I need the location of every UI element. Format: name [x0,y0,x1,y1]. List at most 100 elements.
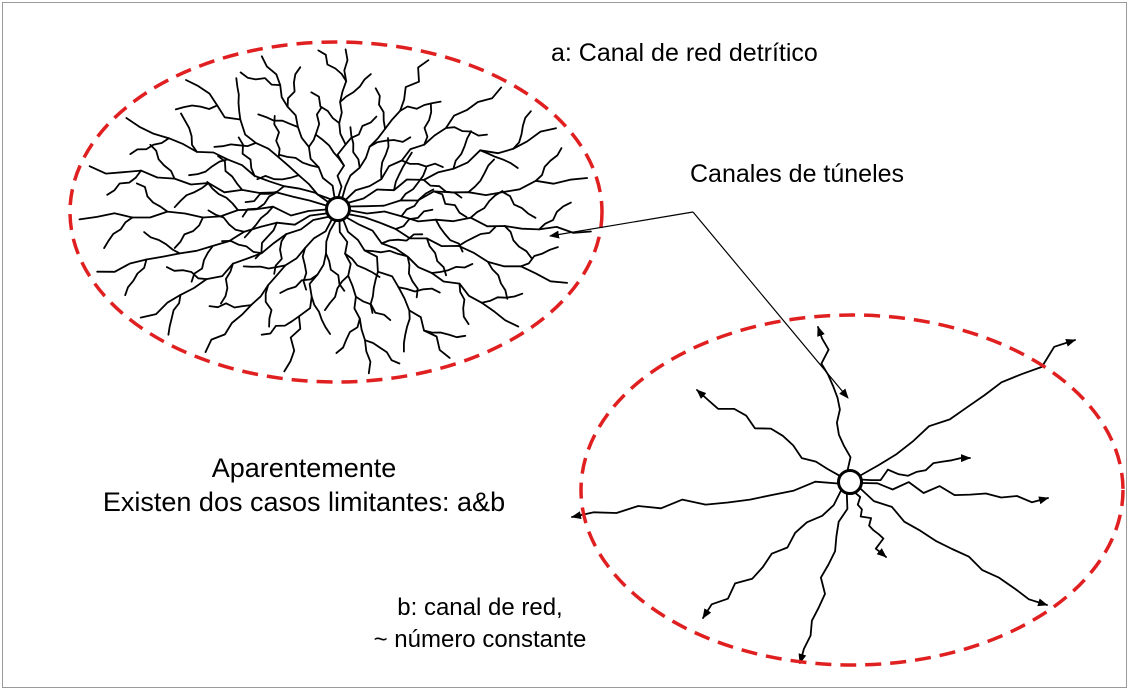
basin-boundary-a [68,40,604,384]
channel-tributary-a [501,191,537,219]
tunnel-channel-b [696,389,841,477]
channel-tributary-a [256,174,300,181]
case-a-label: a: Canal de red detrítico [551,39,818,67]
channel-tributary-a [264,284,273,328]
tunnel-channel-b [861,481,1049,505]
case-b-line-2: ~ número constante [373,626,587,653]
channel-tributary-a [349,126,361,169]
channel-tributary-a [103,216,134,249]
channel-tributary-a [173,216,204,249]
channel-tributary-a [399,166,428,202]
channel-tributary-a [207,209,246,233]
channel-tributary-a [241,191,278,218]
channel-tributary-a [149,143,176,180]
channel-main-a [88,165,328,207]
channel-tributary-a [344,115,378,146]
channel-tributary-a [315,133,345,167]
channel-tributary-a [487,261,509,300]
channel-tributary-a [380,137,390,180]
channel-tributary-a [430,263,474,274]
channel-tributary-a [457,225,497,247]
channel-tributary-a [235,77,242,121]
channel-tributary-a [221,240,263,254]
tunnel-channel-b [571,480,839,520]
limiting-cases-note: Aparentemente Existen dos casos limitant… [94,451,514,519]
channel-tributary-a [479,149,519,169]
tunnel-channel-b [798,492,849,664]
channel-tributary-a [213,142,257,148]
outlet-b [837,469,863,495]
channel-tributary-a [143,231,181,255]
channel-tributary-a [257,113,299,128]
channel-tributary-a [452,130,472,170]
channel-tributary-a [534,147,563,182]
channel-tributary-a [173,182,210,209]
channel-tributary-a [324,274,350,311]
tunnel-channels-label: Canales de túneles [690,160,905,188]
channel-tributary-a [239,71,282,86]
channel-tributary-a [445,126,488,137]
channel-tributary-a [190,245,214,283]
tunnel-channel-b [702,489,843,619]
channel-tributary-a [363,249,407,257]
channel-tributary-a [167,294,182,336]
channel-tributary-a [469,190,504,219]
tunnel-channel-b [817,326,852,472]
channel-tributary-a [273,115,281,159]
channel-tributary-a [538,201,572,231]
channel-tributary-a [393,151,413,192]
channel-tributary-a [220,262,234,305]
channel-tributary-a [165,266,208,280]
tunnel-channel-b [860,454,971,481]
case-b-label: b: canal de red, ~ número constante [330,592,630,656]
channel-tributary-a [310,91,341,124]
channel-tributary-a [129,137,170,155]
channel-tributary-a [310,295,331,335]
channel-main-a [96,212,328,273]
channel-tributary-a [480,292,524,304]
basin-boundary-b [579,313,1125,667]
channel-tributary-a [237,136,256,177]
channel-tributary-a [286,66,302,108]
channel-tributary-a [355,295,392,321]
channel-tributary-a [380,233,424,245]
channel-tributary-a [135,182,169,213]
channel-tributary-a [301,247,308,291]
limiting-cases-line-1: Aparentemente [211,453,397,483]
channel-tributary-a [503,225,533,259]
channel-tributary-a [368,136,412,148]
pointer-arrow-to-a [549,211,694,239]
channel-tributary-a [426,237,447,277]
outlet-a [325,196,351,222]
channel-tributary-a [273,233,288,275]
channel-tributary-a [124,258,148,297]
channel-tributary-a [308,106,323,148]
channel-tributary-a [243,205,274,239]
channel-tributary-a [400,159,444,168]
channel-tributary-a [208,302,252,309]
channel-tributary-a [317,49,348,83]
channel-tributary-a [399,100,442,112]
channel-tributary-a [423,329,467,339]
channel-tributary-a [260,315,300,336]
channel-tributary-a [339,73,372,103]
channel-tributary-a [433,190,468,218]
channel-tributary-a [174,104,219,111]
channel-tributary-a [422,179,463,199]
tunnel-channel-b [859,487,1048,607]
channel-tributary-a [254,221,278,260]
channel-main-a [338,220,372,375]
channel-tributary-a [397,286,441,294]
channel-tributary-a [335,317,361,354]
channel-tributary-a [242,264,287,270]
channel-tributary-a [344,252,381,278]
channel-tributary-a [278,153,320,169]
channel-tributary-a [423,102,433,146]
limiting-cases-line-2: Existen dos casos limitantes: a&b [102,487,506,517]
case-b-line-1: b: canal de red, [397,594,563,621]
tunnel-channel-b [859,338,1076,477]
channel-tributary-a [374,87,386,130]
dendritic-network-a [78,48,592,375]
channel-tributary-a [364,339,401,365]
